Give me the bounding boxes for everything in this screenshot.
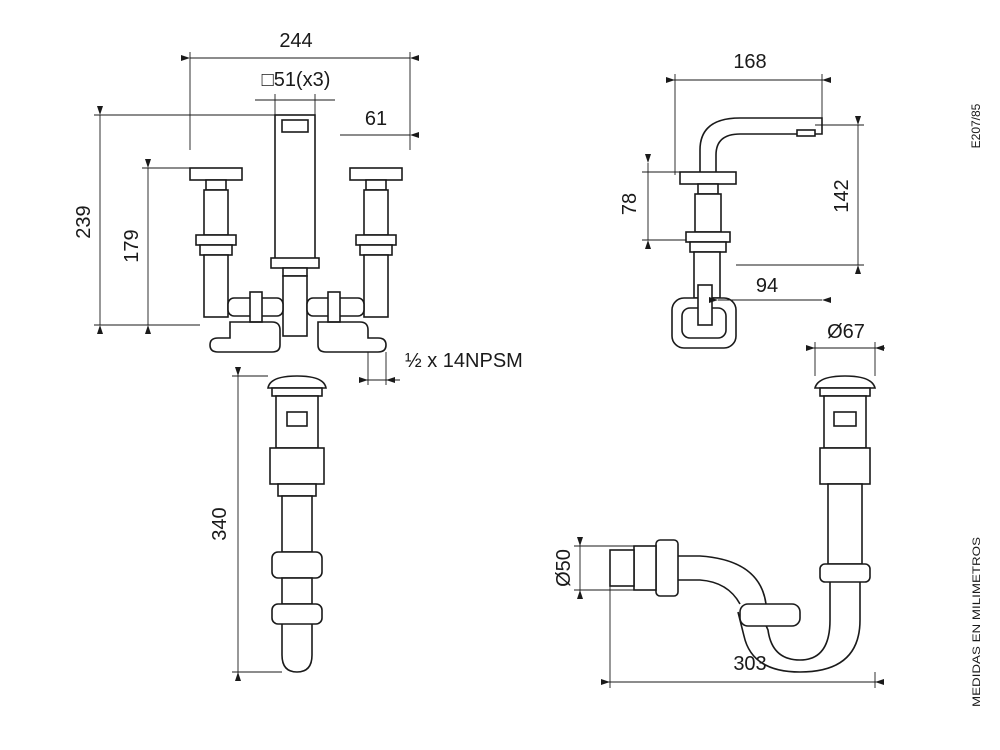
dim-spout-height: 142 <box>831 179 853 212</box>
dim-cap-diameter: Ø67 <box>827 321 865 343</box>
dim-handle-offset: 61 <box>365 108 387 130</box>
drain-front-view <box>267 375 327 673</box>
sheet-code: E207/85 <box>969 103 983 148</box>
dim-thread: ½ x 14NPSM <box>405 350 523 372</box>
dim-drain-length: 340 <box>209 507 231 540</box>
dimension-lines <box>94 52 885 688</box>
dim-height-handle: 179 <box>121 229 143 262</box>
dim-reach: 168 <box>733 51 766 73</box>
units-note: MEDIDAS EN MILIMETROS <box>971 537 983 707</box>
dim-depth: 94 <box>756 275 778 297</box>
dim-height-total: 239 <box>73 205 95 238</box>
dim-spout-square: □51(x3) <box>262 69 331 91</box>
faucet-front-view <box>189 114 403 353</box>
dim-outlet-diameter: Ø50 <box>553 549 575 587</box>
dim-trap-length: 303 <box>733 653 766 675</box>
drain-side-view <box>609 375 877 673</box>
dim-width-total: 244 <box>279 30 312 52</box>
dim-handle-height: 78 <box>619 193 641 215</box>
faucet-side-view <box>671 117 823 349</box>
